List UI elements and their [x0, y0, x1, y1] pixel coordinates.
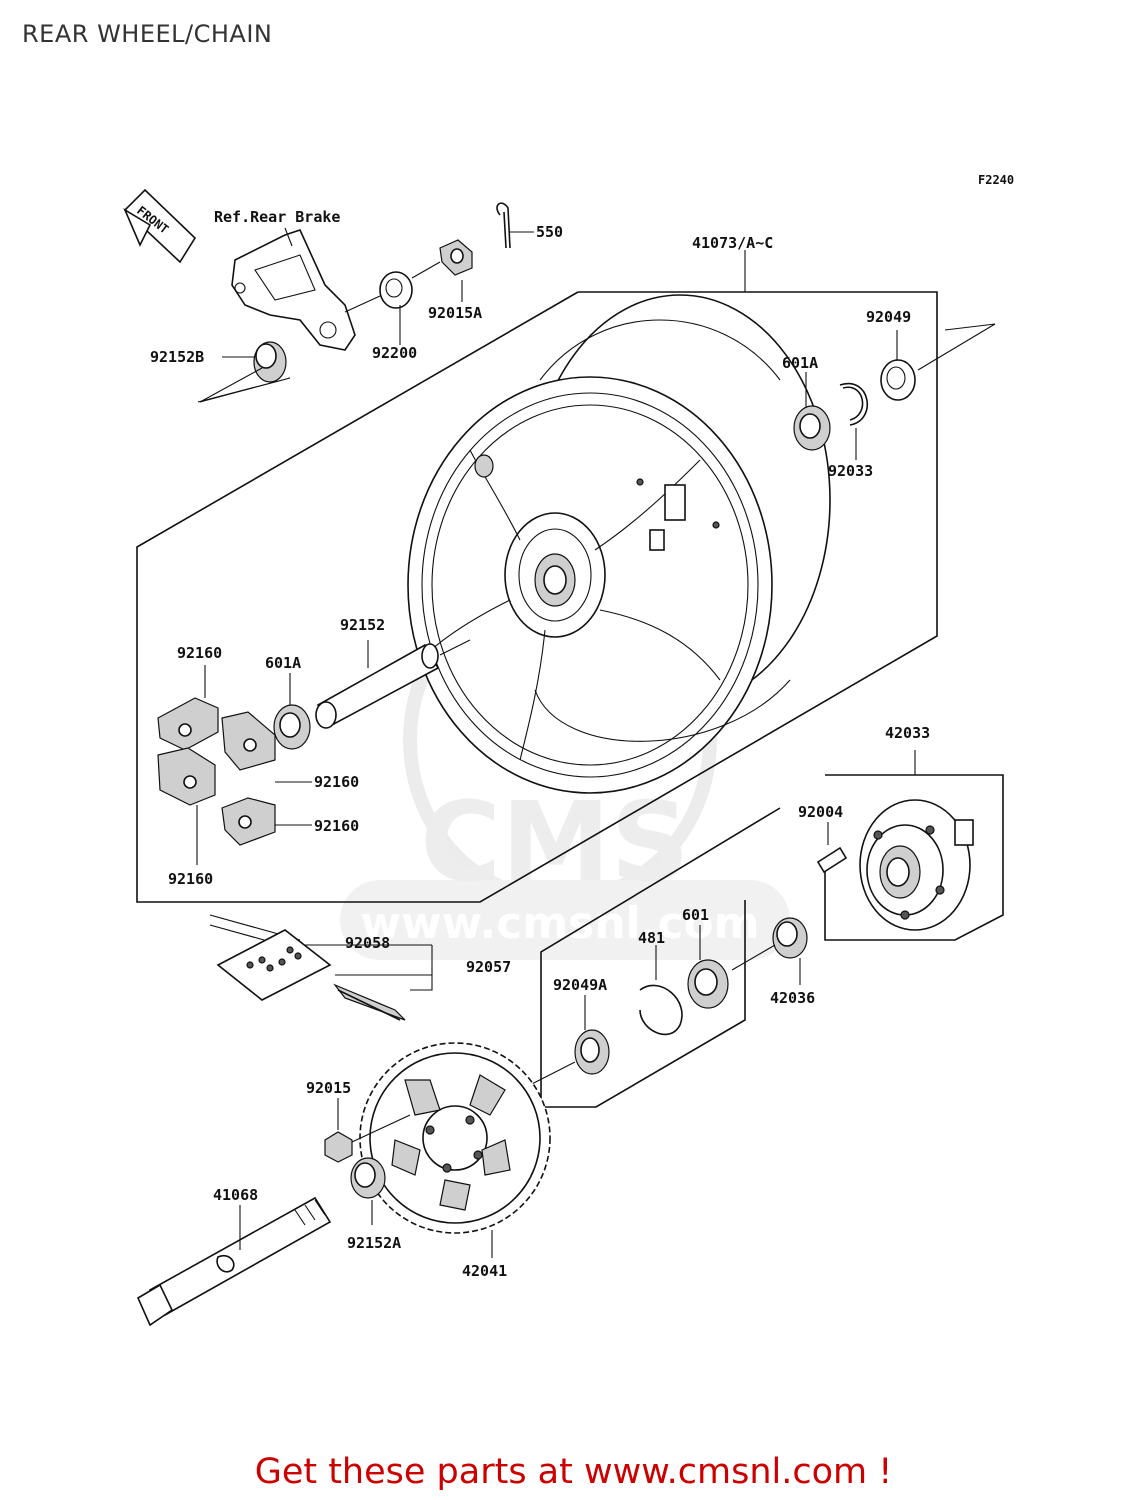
drive-chain-92057	[209, 914, 406, 1021]
label-92160-mid: 92160	[314, 773, 359, 791]
label-92004: 92004	[798, 803, 843, 821]
circlip-481	[639, 984, 683, 1036]
label-92200: 92200	[372, 344, 417, 362]
axle-41068	[136, 1196, 332, 1327]
label-92152: 92152	[340, 616, 385, 634]
collar-92152b	[253, 341, 287, 383]
label-92160-top: 92160	[177, 644, 222, 662]
footer-promo-link[interactable]: Get these parts at www.cmsnl.com !	[254, 1452, 893, 1492]
rear-sprocket-42041	[359, 1042, 551, 1234]
collar-42036	[772, 917, 808, 959]
stud-92004	[816, 846, 848, 874]
label-92049: 92049	[866, 308, 911, 326]
oil-seal-92049a	[574, 1029, 610, 1075]
label-42041: 42041	[462, 1262, 507, 1280]
label-42036: 42036	[770, 989, 815, 1007]
wheel-assembly-frame	[136, 291, 938, 903]
watermark: CMS www.cmsnl.com	[340, 573, 790, 960]
figure-code: F2240	[978, 173, 1014, 187]
front-arrow-icon: FRONT	[123, 188, 197, 264]
cotter-pin-550	[496, 202, 511, 249]
label-481: 481	[638, 929, 665, 947]
ref-rear-brake-label: Ref.Rear Brake	[214, 208, 340, 226]
circlip-92033	[839, 382, 868, 426]
hub-assembly-frame	[824, 774, 1004, 941]
label-92015a: 92015A	[428, 304, 482, 322]
label-550: 550	[536, 223, 563, 241]
label-92015: 92015	[306, 1079, 351, 1097]
bearing-601	[687, 959, 729, 1009]
brake-caliper-bracket	[231, 227, 356, 351]
label-601a-right: 601A	[782, 354, 818, 372]
axle-collar-92152	[315, 643, 440, 729]
bearing-601a-right	[793, 405, 831, 451]
label-92152a: 92152A	[347, 1234, 401, 1252]
label-601a-left: 601A	[265, 654, 301, 672]
rear-wheel	[407, 294, 831, 794]
nut-92015	[324, 1131, 353, 1163]
label-92058: 92058	[345, 934, 390, 952]
label-92033: 92033	[828, 462, 873, 480]
label-92160-low: 92160	[314, 817, 359, 835]
label-92160-bottom: 92160	[168, 870, 213, 888]
washer-92200	[379, 271, 413, 309]
label-42033: 42033	[885, 724, 930, 742]
label-601: 601	[682, 906, 709, 924]
part-labels: 550 92015A 92200 92152B 41073/A~C 92049 …	[150, 223, 930, 1280]
nut-92015a	[439, 239, 473, 276]
page-title: REAR WHEEL/CHAIN	[22, 20, 273, 48]
label-92049a: 92049A	[553, 976, 607, 994]
watermark-text: CMS	[420, 778, 689, 906]
damper-rubbers-92160	[157, 697, 276, 846]
label-92057: 92057	[466, 958, 511, 976]
bearing-601a-left	[273, 704, 311, 750]
label-41068: 41068	[213, 1186, 258, 1204]
label-92152b: 92152B	[150, 348, 204, 366]
label-41073: 41073/A~C	[692, 234, 773, 252]
collar-92152a	[350, 1157, 386, 1199]
oil-seal-92049	[880, 359, 916, 401]
coupling-42033	[859, 799, 974, 931]
